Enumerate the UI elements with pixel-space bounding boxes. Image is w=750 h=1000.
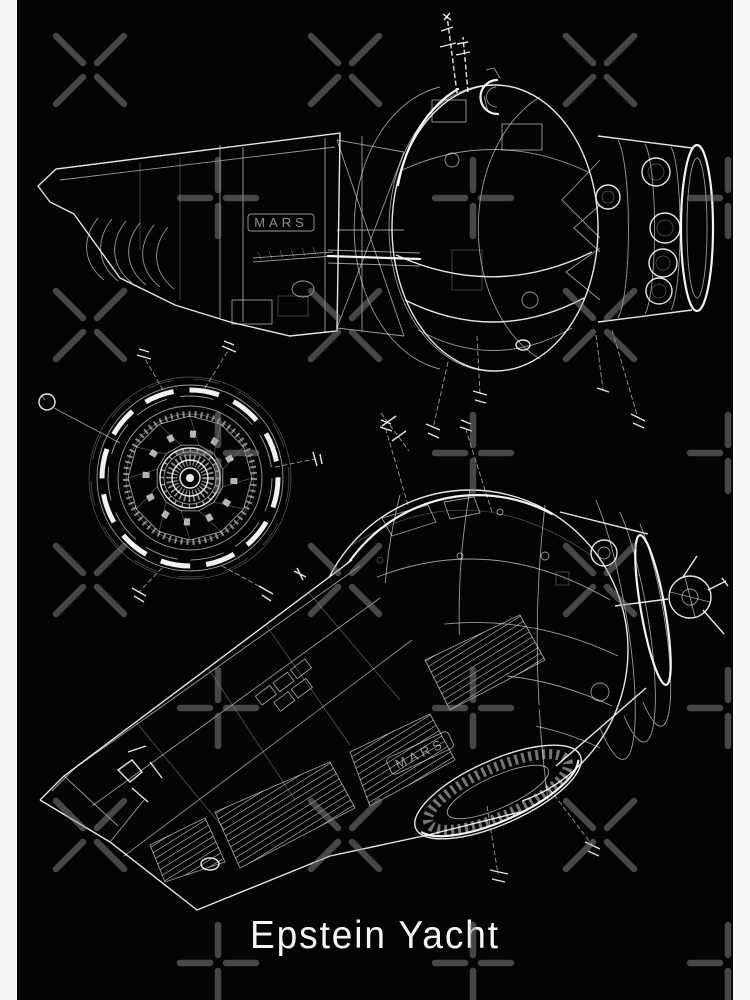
poster-right-edge — [733, 0, 750, 1000]
perspective-view-drawing: MARS — [39, 419, 729, 911]
mars-hull-marking-side: MARS — [254, 215, 308, 230]
poster-title: Epstein Yacht — [250, 914, 500, 957]
side-view-drawing: MARS — [37, 12, 715, 452]
front-view-drawing — [38, 340, 323, 603]
poster-left-edge — [0, 0, 17, 1000]
